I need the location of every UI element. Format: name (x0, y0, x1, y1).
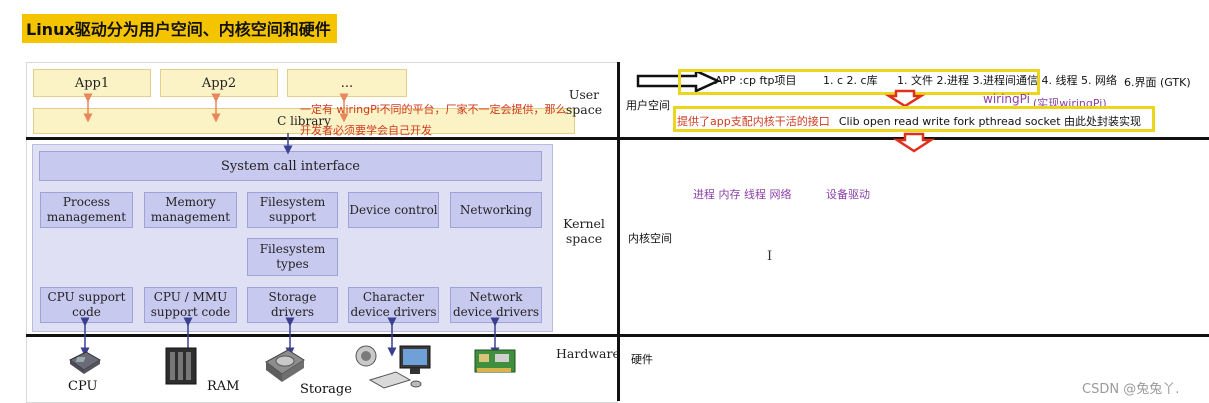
process-management-box: Process management (40, 192, 133, 228)
app2-box: App2 (160, 69, 278, 97)
app-line-highlight (678, 69, 1040, 95)
down-arrow-icon (884, 89, 926, 108)
device-control-box: Device control (348, 192, 439, 228)
device-driver-text: 设备驱动 (826, 188, 870, 201)
cpu-mmu-support-code-box: CPU / MMU support code (144, 287, 237, 323)
user-space-label: User space (565, 87, 603, 117)
interface-line: 提供了app支配内核干活的接口 Clib open read write for… (677, 110, 1141, 129)
c-library-box: C library (33, 108, 575, 134)
user-features-text: 1. 文件 2.进程 3.进程间通信 4. 线程 5. 网络 (897, 74, 1117, 87)
kernel-space-label: Kernel space (563, 216, 605, 246)
ram-label: RAM (207, 379, 240, 394)
cpu-label: CPU (68, 379, 98, 394)
network-device-drivers-box: Network device drivers (450, 287, 542, 323)
cpu-support-code-box: CPU support code (40, 287, 133, 323)
wiringpi-note-line2: 开发者必须要学会自己开发 (300, 124, 432, 137)
cpu-icon (69, 351, 101, 374)
user-space-cn-label: 用户空间 (626, 99, 670, 112)
interface-black-text: Clib open read write fork pthread socket… (838, 115, 1142, 128)
network-card-icon (474, 349, 516, 373)
ram-icon (165, 347, 197, 385)
hardware-cn-label: 硬件 (631, 353, 653, 366)
app1-box: App1 (33, 69, 151, 97)
text-cursor-icon: I (767, 249, 773, 264)
character-device-drivers-box: Character device drivers (348, 287, 439, 323)
down-arrow-icon-2 (892, 132, 936, 153)
c-library-label: C library (277, 114, 331, 128)
csdn-watermark: CSDN @兔兔丫. (1082, 382, 1180, 397)
clib-line-text: 1. c 2. c库 (823, 74, 878, 87)
hardware-label: Hardware (556, 346, 620, 361)
app-line-text: APP :cp ftp项目 (715, 74, 797, 87)
networking-box: Networking (450, 192, 542, 228)
interface-line-highlight (673, 106, 1155, 132)
wiringpi-note-line1: 一定有 wiringPi不同的平台，厂家不一定会提供，那么 (300, 103, 567, 116)
gui-item-text: 6.界面 (GTK) (1124, 76, 1191, 89)
page-title: Linux驱动分为用户空间、内核空间和硬件 (22, 14, 337, 43)
kernel-space-cn-label: 内核空间 (628, 232, 672, 245)
storage-drivers-box: Storage drivers (247, 287, 338, 323)
panel-divider (617, 62, 620, 401)
kernel-functions-text: 进程 内存 线程 网络 (693, 188, 792, 201)
peripherals-icon (355, 345, 431, 389)
wiringpi-text: wiringPi (983, 92, 1030, 106)
system-call-interface-box: System call interface (39, 151, 542, 181)
memory-management-box: Memory management (144, 192, 237, 228)
app-ellipsis-box: ... (287, 69, 407, 97)
filesystem-types-box: Filesystem types (247, 238, 338, 276)
storage-label: Storage (300, 382, 352, 397)
filesystem-support-box: Filesystem support (247, 192, 338, 228)
storage-icon (265, 349, 305, 382)
interface-red-text: 提供了app支配内核干活的接口 (677, 115, 830, 128)
